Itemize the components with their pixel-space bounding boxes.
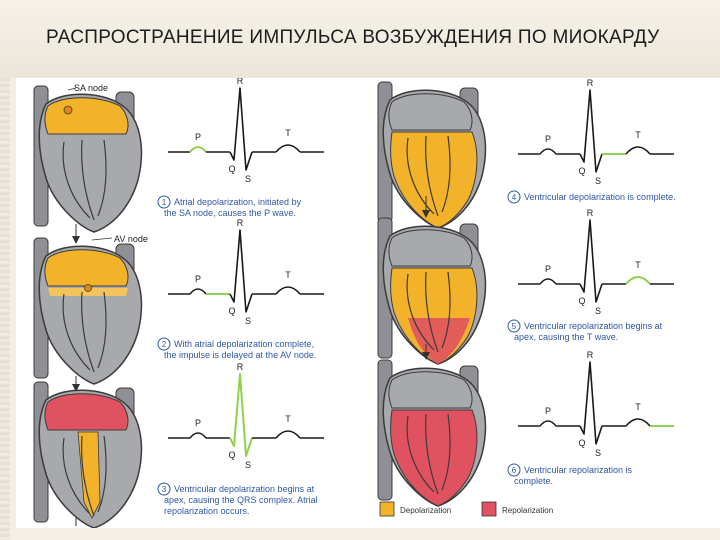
ecg-wave-label: Q — [578, 296, 585, 306]
ecg-wave-label: R — [237, 78, 244, 86]
legend-swatch-depolarization — [379, 501, 395, 517]
ecg-segment — [539, 278, 557, 285]
caption-step-1: 1 Atrial depolarization, initiated by th… — [157, 195, 302, 218]
caption-line: Atrial depolarization, initiated by — [174, 197, 302, 207]
caption-line: apex, causing the T wave. — [514, 332, 618, 342]
ecg-segment — [275, 430, 301, 439]
ecg-wave-label: R — [587, 78, 594, 88]
caption-line: the impulse is delayed at the AV node. — [164, 350, 316, 360]
caption-line: apex, causing the QRS complex. Atrial — [164, 495, 318, 505]
sa-node-dot — [63, 105, 73, 115]
ecg-wave-label: T — [285, 128, 291, 138]
caption-line: Ventricular repolarization begins at — [524, 321, 663, 331]
ecg-wave-label: S — [595, 176, 601, 186]
ecg-wave-label: P — [195, 132, 201, 142]
ecg-wave-label: P — [545, 264, 551, 274]
step-number: 3 — [162, 485, 167, 494]
ecg-wave-label: Q — [228, 164, 235, 174]
caption-step-2: 2 With atrial depolarization complete, t… — [157, 337, 316, 360]
ecg-wave-label: P — [545, 134, 551, 144]
ecg-wave-label: S — [245, 460, 251, 470]
figure-panel: SA node AV node — [16, 78, 720, 528]
caption-line: Ventricular repolarization is — [524, 465, 633, 475]
ecg-wave-label: T — [635, 402, 641, 412]
ecg-wave-label: S — [595, 448, 601, 458]
caption-line: Ventricular depolarization is complete. — [524, 192, 676, 202]
ecg-segment — [539, 148, 557, 155]
ecg-wave-label: S — [595, 306, 601, 316]
caption-line: Ventricular depolarization begins at — [174, 484, 315, 494]
heart-step-1 — [33, 85, 143, 233]
sa-node-pointer — [67, 87, 77, 91]
caption-step-5: 5 Ventricular repolarization begins at a… — [507, 319, 663, 342]
heart-step-4 — [377, 81, 487, 229]
ecg-segment — [229, 87, 253, 171]
heart-step-3 — [33, 381, 143, 528]
legend-swatch-repolarization — [481, 501, 497, 517]
ecg-segment — [229, 373, 253, 457]
ecg-wave-label: Q — [578, 166, 585, 176]
legend-label: Depolarization — [400, 506, 451, 515]
ecg-wave-label: R — [587, 350, 594, 360]
ecg-wave-label: S — [245, 174, 251, 184]
page-title: РАСПРОСТРАНЕНИЕ ИМПУЛЬСА ВОЗБУЖДЕНИЯ ПО … — [46, 27, 660, 48]
legend: Depolarization Repolarization — [379, 501, 553, 517]
ecg-wave-label: P — [195, 418, 201, 428]
ecg-wave-label: Q — [228, 306, 235, 316]
step-number: 4 — [512, 193, 517, 202]
ecg-segment — [625, 146, 651, 155]
ecg-wave-label: Q — [578, 438, 585, 448]
ecg-segment — [275, 286, 301, 295]
ecg-wave-label: R — [237, 218, 244, 228]
av-node-pointer — [91, 237, 113, 241]
caption-line: the SA node, causes the P wave. — [164, 208, 296, 218]
ecg-wave-label: S — [245, 316, 251, 326]
ecg-segment — [189, 146, 207, 153]
caption-line: repolarization occurs. — [164, 506, 250, 516]
flow-arrowhead — [422, 352, 430, 360]
ecg-wave-label: Q — [228, 450, 235, 460]
caption-line: With atrial depolarization complete, — [174, 339, 314, 349]
av-node-dot — [84, 284, 92, 292]
ecg-segment — [579, 361, 603, 445]
heart-step-5 — [377, 217, 487, 365]
ecg-segment — [189, 288, 207, 295]
step-number: 1 — [162, 198, 167, 207]
step-number: 2 — [162, 340, 167, 349]
ecg-wave-label: P — [195, 274, 201, 284]
flow-arrowhead — [72, 384, 80, 392]
ecg-segment — [625, 276, 651, 285]
ecg-wave-label: T — [285, 270, 291, 280]
ecg-segment — [189, 432, 207, 439]
ecg-segment — [229, 229, 253, 313]
ecg-wave-label: R — [587, 208, 594, 218]
ecg-wave-label: P — [545, 406, 551, 416]
flow-arrowhead — [422, 210, 430, 218]
step-number: 5 — [512, 322, 517, 331]
flow-arrowhead — [72, 236, 80, 244]
av-node-label: AV node — [114, 234, 148, 244]
caption-step-3: 3 Ventricular depolarization begins at a… — [157, 482, 318, 516]
ecg-segment — [579, 219, 603, 303]
ecg-wave-label: T — [285, 414, 291, 424]
caption-step-6: 6 Ventricular repolarization is complete… — [507, 463, 633, 486]
ecg-segment — [625, 418, 651, 427]
ecg-wave-label: T — [635, 260, 641, 270]
ecg-wave-label: T — [635, 130, 641, 140]
ecg-segment — [275, 144, 301, 153]
sa-node-label: SA node — [74, 83, 108, 93]
step-number: 6 — [512, 466, 517, 475]
legend-label: Repolarization — [502, 506, 553, 515]
ecg-segment — [539, 420, 557, 427]
caption-step-4: 4 Ventricular depolarization is complete… — [507, 190, 676, 204]
ecg-segment — [579, 89, 603, 173]
caption-line: complete. — [514, 476, 553, 486]
ecg-wave-label: R — [237, 362, 244, 372]
title-bar: РАСПРОСТРАНЕНИЕ ИМПУЛЬСА ВОЗБУЖДЕНИЯ ПО … — [0, 0, 720, 78]
conduction-figure: SA node AV node — [33, 78, 676, 528]
heart-step-2 — [33, 237, 143, 385]
heart-step-6 — [377, 359, 487, 507]
decorative-rule — [0, 78, 10, 540]
